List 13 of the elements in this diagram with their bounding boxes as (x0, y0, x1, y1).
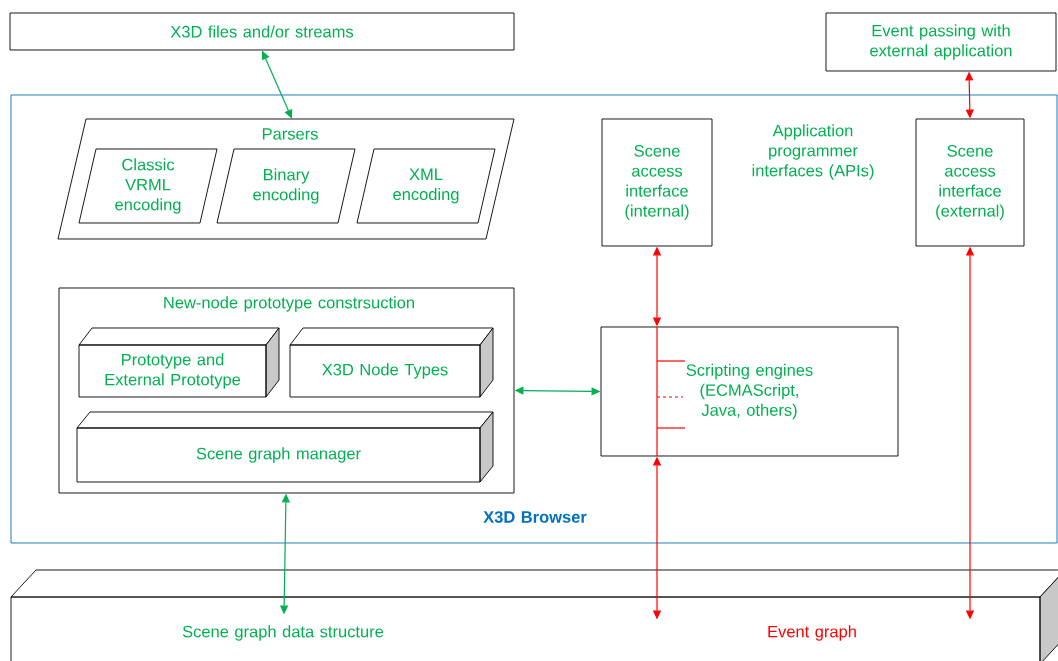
encoding-box: Classic VRML encoding (78, 148, 218, 224)
data-slab: Scene graph data structure Event graph (10, 569, 1058, 661)
annotation: Application programmer interfaces (APIs) (752, 124, 874, 180)
block: Scene graph manager (76, 411, 494, 483)
interface-box: Scene access interface (external) (915, 118, 1025, 247)
encoding-box: XML encoding (356, 148, 496, 224)
block: Prototype and External Prototype (78, 327, 280, 398)
encoding-box: Binary encoding (216, 148, 356, 224)
block: X3D Node Types (289, 327, 494, 398)
interface-box: Scene access interface (internal) (601, 118, 713, 247)
engine-box: Scripting engines (ECMAScript, Java, others) (600, 326, 899, 457)
input-box: X3D files and/or streams (9, 12, 515, 51)
external-box: Event passing with external application (825, 12, 1057, 72)
